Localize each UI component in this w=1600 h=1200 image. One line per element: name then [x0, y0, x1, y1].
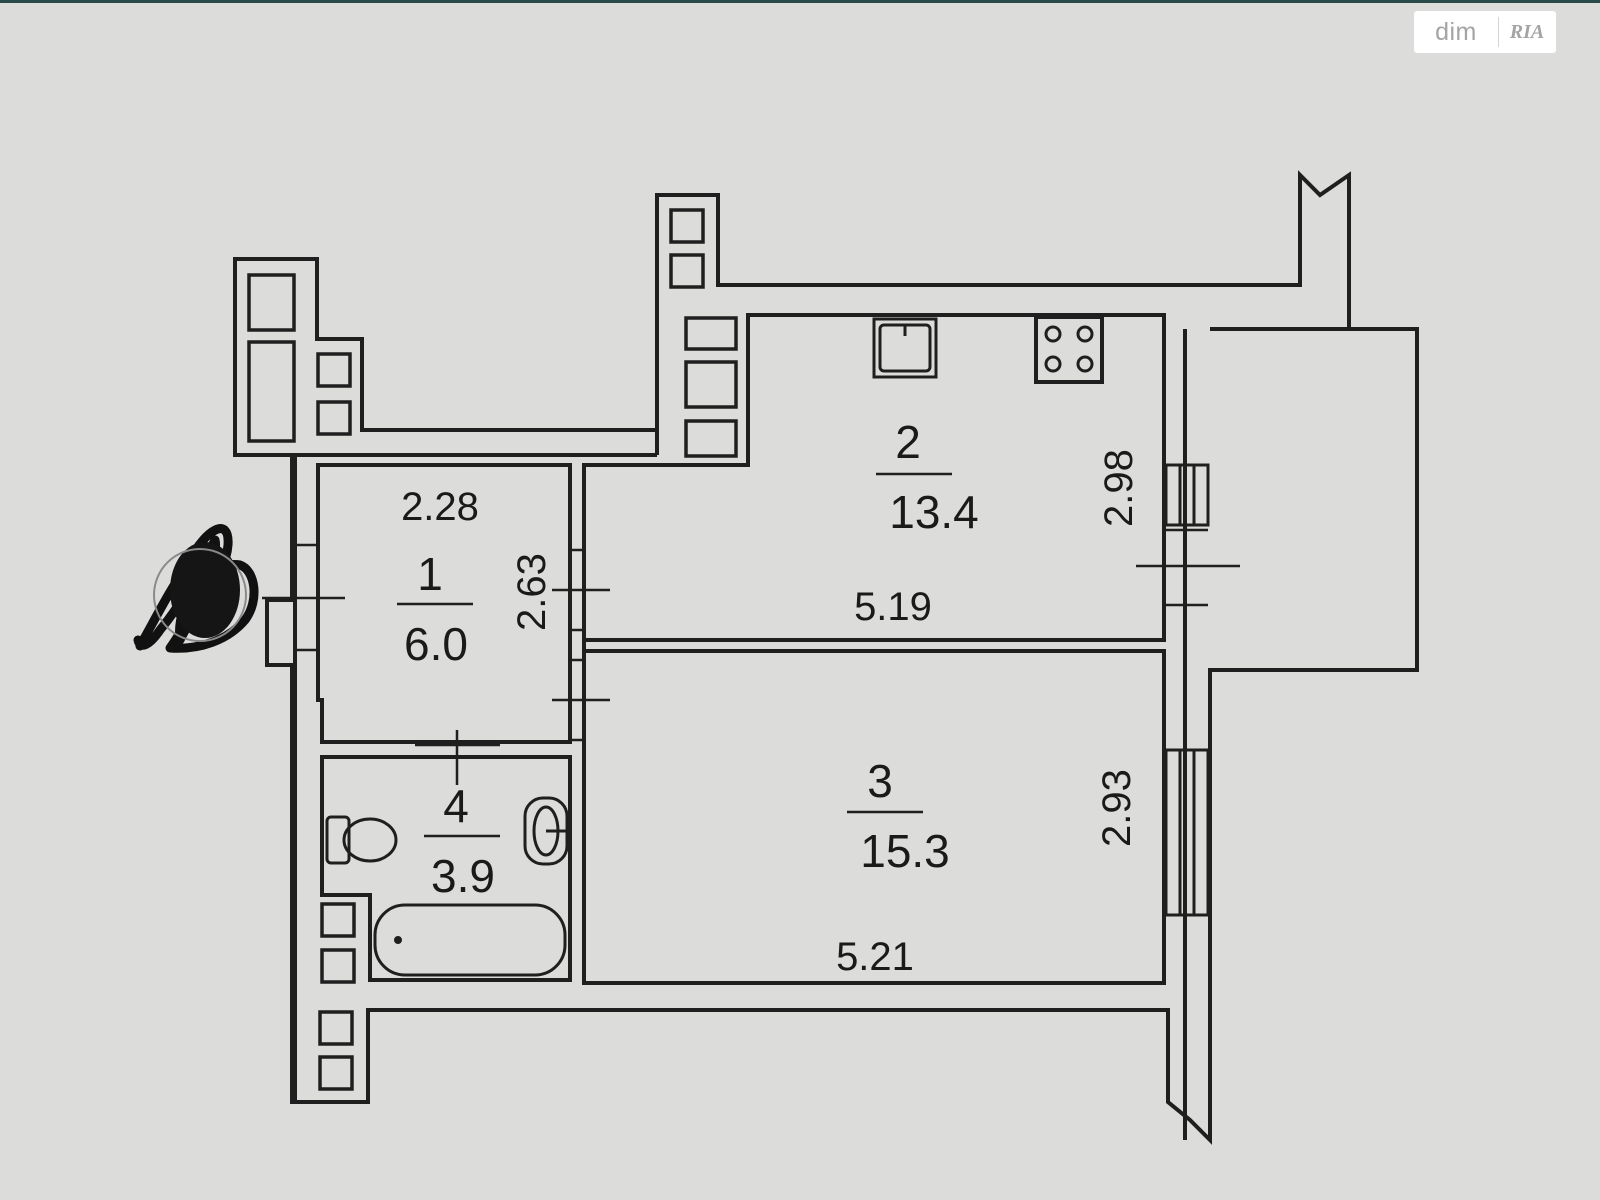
balcony-wall [1210, 327, 1419, 672]
room-1-width: 2.28 [401, 485, 479, 529]
room-1-number: 1 [417, 548, 443, 600]
shaft-block [318, 1010, 354, 1046]
shaft-block [320, 902, 356, 938]
room-3-area: 15.3 [860, 825, 950, 877]
shaft-block [684, 419, 738, 458]
room-2-number: 2 [895, 416, 921, 468]
windows [1164, 463, 1210, 917]
room-4-wall [320, 755, 572, 982]
room-3-wall [582, 649, 1166, 985]
room-3-number: 3 [867, 755, 893, 807]
shaft-block [669, 253, 705, 289]
shaft-block [684, 360, 738, 409]
walls [233, 170, 1419, 1145]
watermark-brand: dim [1435, 17, 1477, 46]
sink-icon [872, 317, 938, 379]
room-1-depth: 2.63 [510, 553, 554, 631]
room-3-depth: 2.93 [1095, 769, 1139, 847]
dim-ria-watermark: dim RIA [1414, 11, 1556, 53]
room-2-width: 5.19 [854, 585, 932, 629]
room-4-area: 3.9 [431, 850, 495, 902]
room-2-depth: 2.98 [1097, 449, 1141, 527]
shaft-block [669, 208, 705, 244]
washbasin-icon [523, 796, 569, 866]
shafts [247, 208, 738, 1091]
door-marks [262, 528, 1240, 785]
fixtures [325, 315, 1104, 977]
room-4-number: 4 [443, 780, 469, 832]
window-room-3 [1164, 748, 1210, 917]
shaft-block [316, 352, 352, 388]
ria-logo-icon: RIA [1509, 20, 1545, 43]
room-1-wall [316, 463, 572, 744]
room-2-area: 13.4 [889, 486, 979, 538]
shaft-block [247, 340, 296, 443]
stove-icon [1034, 315, 1104, 384]
bathtub-icon [373, 903, 567, 977]
shaft-block [320, 948, 356, 984]
room-1-area: 6.0 [404, 618, 468, 670]
watermark-divider [1498, 17, 1499, 47]
shaft-block [318, 1055, 354, 1091]
top-bar [0, 0, 1600, 3]
scribble-mark [133, 524, 259, 653]
shaft-block [316, 400, 352, 436]
room-3-width: 5.21 [836, 935, 914, 979]
window-room-2 [1164, 463, 1210, 527]
shaft-block [684, 316, 738, 351]
toilet-icon [325, 815, 398, 865]
shaft-block [247, 273, 296, 332]
